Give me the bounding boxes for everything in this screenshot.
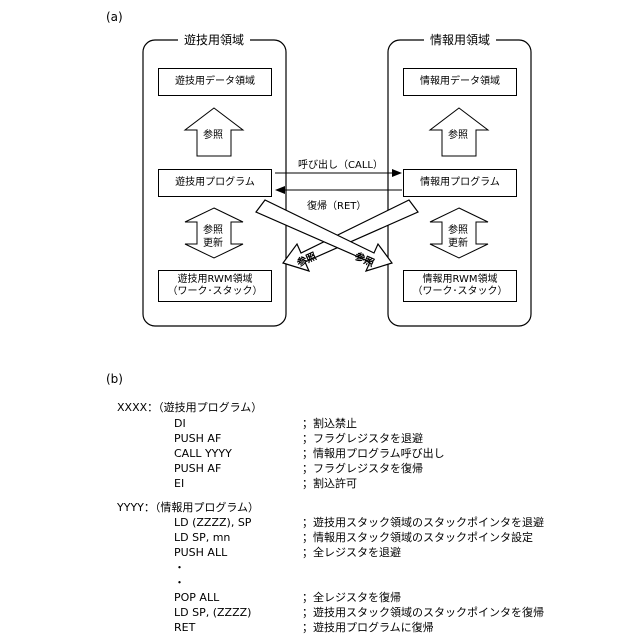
code-comment: ；遊技用スタック領域のスタックポインタを復帰 bbox=[302, 606, 544, 620]
code-comment: ；遊技用スタック領域のスタックポインタを退避 bbox=[302, 516, 544, 530]
ret-label: 復帰（RET） bbox=[307, 197, 366, 212]
left-program-box: 遊技用プログラム bbox=[158, 169, 272, 197]
code-comment: ；割込許可 bbox=[302, 477, 357, 491]
right-panel-title: 情報用領域 bbox=[424, 31, 496, 48]
left-panel-title: 遊技用領域 bbox=[178, 31, 250, 48]
code-op: PUSH ALL bbox=[174, 546, 227, 560]
code-op: POP ALL bbox=[174, 591, 219, 605]
diagram-svg bbox=[0, 0, 640, 360]
code-op: LD SP, mn bbox=[174, 531, 230, 545]
right-data-box: 情報用データ領域 bbox=[403, 68, 517, 96]
code-comment: ；全レジスタを退避 bbox=[302, 546, 401, 560]
code-comment: ；情報用スタック領域のスタックポインタ設定 bbox=[302, 531, 533, 545]
left-rwm-box: 遊技用RWM領域 （ワーク･スタック） bbox=[158, 270, 272, 302]
call-label: 呼び出し（CALL） bbox=[298, 156, 383, 171]
block2-header: YYYY：（情報用プログラム） bbox=[117, 501, 259, 515]
ret-arrowhead bbox=[275, 186, 285, 194]
code-op: PUSH AF bbox=[174, 432, 221, 446]
code-comment: ；割込禁止 bbox=[302, 417, 357, 431]
right-program-box: 情報用プログラム bbox=[403, 169, 517, 197]
call-arrowhead bbox=[392, 169, 402, 177]
code-op: RET bbox=[174, 621, 195, 635]
code-comment: ；遊技用プログラムに復帰 bbox=[302, 621, 434, 635]
code-op: EI bbox=[174, 477, 184, 491]
right-rwm-line1: 情報用RWM領域 bbox=[422, 274, 497, 287]
block1-header: XXXX：（遊技用プログラム） bbox=[117, 401, 262, 415]
code-op: CALL YYYY bbox=[174, 447, 232, 461]
code-op: LD SP, (ZZZZ) bbox=[174, 606, 251, 620]
code-op: PUSH AF bbox=[174, 462, 221, 476]
code-comment: ；全レジスタを復帰 bbox=[302, 591, 401, 605]
code-op: ・ bbox=[174, 576, 185, 590]
left-rwm-line2: （ワーク･スタック） bbox=[168, 286, 263, 299]
left-ref-update-2: 更新 bbox=[203, 234, 223, 249]
figure-b-label: (b) bbox=[106, 372, 123, 386]
right-ref-update-2: 更新 bbox=[448, 234, 468, 249]
left-rwm-line1: 遊技用RWM領域 bbox=[177, 274, 252, 287]
code-comment: ；フラグレジスタを復帰 bbox=[302, 462, 423, 476]
left-data-box: 遊技用データ領域 bbox=[158, 68, 272, 96]
code-comment: ；フラグレジスタを退避 bbox=[302, 432, 423, 446]
right-ref-label: 参照 bbox=[448, 126, 468, 141]
code-op: DI bbox=[174, 417, 186, 431]
code-comment: ；情報用プログラム呼び出し bbox=[302, 447, 445, 461]
right-rwm-box: 情報用RWM領域 （ワーク･スタック） bbox=[403, 270, 517, 302]
right-rwm-line2: （ワーク･スタック） bbox=[413, 286, 508, 299]
left-ref-label: 参照 bbox=[203, 126, 223, 141]
code-op: ・ bbox=[174, 561, 185, 575]
code-op: LD (ZZZZ), SP bbox=[174, 516, 251, 530]
